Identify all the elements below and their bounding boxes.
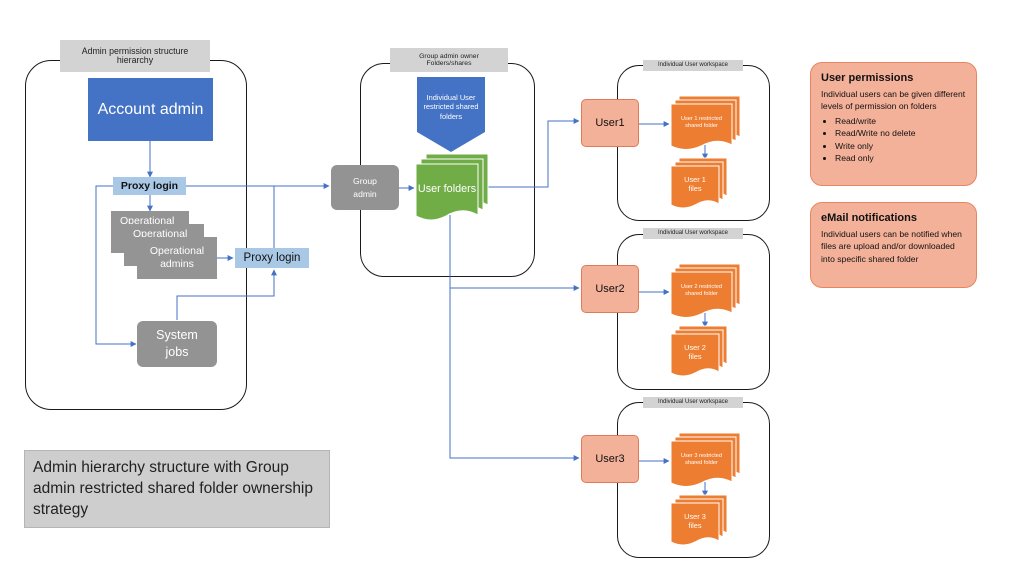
proxy-login-box-2: Proxy login: [235, 248, 309, 268]
user-permissions-title: User permissions: [821, 72, 914, 84]
user3-label: User3: [595, 453, 625, 465]
user1-node: User1: [581, 99, 639, 147]
user1-workspace-label: Individual User workspace: [643, 60, 743, 71]
user2-restricted-stack: [670, 263, 741, 318]
user1-label: User1: [595, 117, 625, 129]
operational-admins-label: Operational admins: [149, 244, 205, 270]
permission-level-item: Read/write: [835, 115, 966, 127]
user3-restricted-stack: [670, 432, 741, 487]
group-admin-label: Group admin owner Folders/shares: [390, 48, 508, 72]
user2-label: User2: [595, 283, 625, 295]
group-admin-box: Group admin: [331, 165, 399, 210]
permission-level-item: Write only: [835, 140, 966, 152]
permission-levels-list: Read/write Read/Write no delete Write on…: [821, 115, 966, 165]
user2-node: User2: [581, 265, 639, 313]
account-admin-box: Account admin: [88, 78, 213, 141]
user1-files-label: User 1 files: [684, 174, 706, 193]
user2-files-stack: [670, 325, 728, 377]
user3-files-stack: [670, 494, 728, 546]
restricted-folders-shape: [417, 77, 485, 152]
system-jobs-box: System jobs: [137, 321, 217, 367]
email-notifications-title: eMail notifications: [821, 212, 917, 224]
permission-level-item: Read only: [835, 152, 966, 164]
user1-restricted-label: User 1 restricted shared folder: [680, 116, 723, 129]
group-admin-label-text: Group admin: [353, 175, 377, 199]
proxy-login-box-1: Proxy login: [113, 177, 186, 195]
email-notifications-text: Individual users can be notified when fi…: [821, 228, 962, 264]
connector-folders-to-user3: [449, 288, 580, 461]
user-folders-label: User folders: [417, 183, 477, 196]
user2-workspace-label: Individual User workspace: [643, 228, 743, 239]
admin-hierarchy-label: Admin permission structure hierarchy: [60, 40, 210, 72]
operational-admins-card: Operational admins: [137, 237, 217, 279]
user2-files-text: User 2 files: [671, 336, 719, 368]
diagram-caption: Admin hierarchy structure with Group adm…: [24, 450, 330, 528]
user3-node: User3: [581, 435, 639, 483]
connector-folders-to-user2: [449, 215, 580, 291]
user1-files-stack: [670, 157, 728, 209]
user2-files-label: User 2 files: [684, 342, 706, 361]
user-folders-stack: [415, 153, 489, 221]
connector-folders-to-user1: [487, 118, 580, 188]
proxy-login-label-1: Proxy login: [120, 180, 179, 192]
user2-restricted-label: User 2 restricted shared folder: [680, 284, 723, 297]
user3-files-text: User 3 files: [671, 505, 719, 537]
user-folders-text: User folders: [416, 172, 478, 208]
connector-proxy-to-system-jobs: [95, 185, 137, 347]
user1-restricted-stack: [670, 95, 741, 150]
user3-restricted-label: User 3 restricted shared folder: [680, 453, 723, 466]
permission-level-item: Read/Write no delete: [835, 127, 966, 139]
account-admin-label: Account admin: [97, 100, 204, 118]
email-notifications-callout: eMail notifications Individual users can…: [810, 202, 977, 288]
user-permissions-text: Individual users can be given different …: [821, 88, 966, 112]
user1-restricted-text: User 1 restricted shared folder: [673, 106, 730, 140]
restricted-folders-text: Individual User restricted shared folder…: [417, 80, 485, 134]
user1-files-text: User 1 files: [671, 168, 719, 200]
proxy-login-label-2: Proxy login: [243, 252, 301, 264]
system-jobs-label: System jobs: [156, 328, 198, 359]
user3-files-label: User 3 files: [684, 511, 706, 530]
restricted-folders-label: Individual User restricted shared folder…: [423, 93, 479, 121]
user3-workspace-label: Individual User workspace: [643, 397, 743, 408]
user3-restricted-text: User 3 restricted shared folder: [673, 443, 730, 477]
connector-system-jobs-to-proxy2: [176, 269, 277, 320]
user-permissions-callout: User permissions Individual users can be…: [810, 62, 977, 186]
user2-restricted-text: User 2 restricted shared folder: [673, 274, 730, 308]
